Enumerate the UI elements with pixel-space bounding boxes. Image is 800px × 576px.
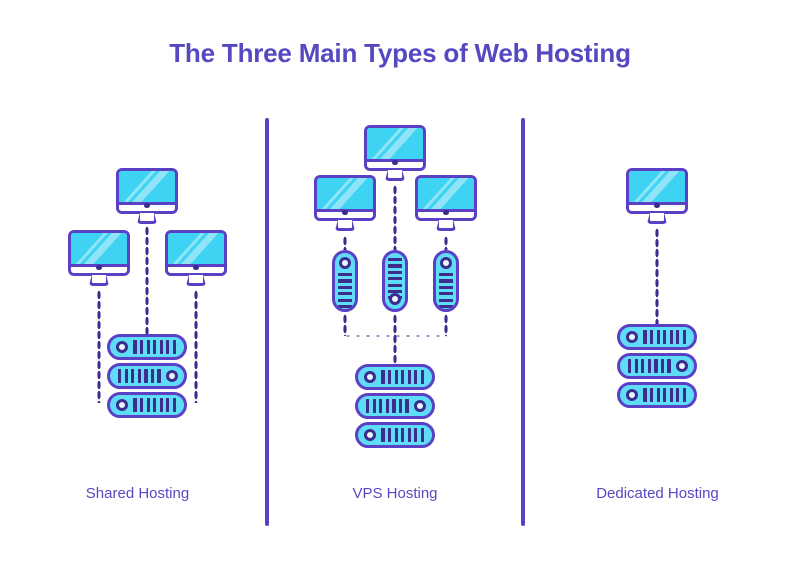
monitor-screen-icon	[168, 233, 224, 264]
server-vents-icon	[133, 340, 176, 354]
monitor-vps-right	[415, 175, 477, 231]
monitor-screen-icon	[317, 178, 373, 209]
server-led-icon	[626, 330, 639, 344]
server-unit	[107, 392, 187, 418]
server-led-icon	[364, 370, 377, 384]
monitor-power-dot-icon	[654, 202, 660, 208]
server-vents-icon	[381, 370, 424, 384]
connector-vps-right-down	[444, 236, 448, 250]
server-rack-vps	[355, 364, 435, 451]
connector-shared-left	[97, 290, 101, 403]
connector-vps-pill3-bus	[444, 314, 448, 336]
server-led-icon	[165, 369, 178, 383]
vps-partition-3	[433, 250, 459, 312]
monitor-stand-icon	[335, 220, 355, 231]
connector-vps-pill2-bus	[393, 314, 397, 336]
server-vents-icon	[133, 398, 176, 412]
server-led-icon	[116, 340, 129, 354]
server-unit	[355, 364, 435, 390]
server-vents-icon	[381, 428, 424, 442]
monitor-screen-icon	[367, 128, 423, 159]
monitor-shared-right	[165, 230, 227, 286]
connector-vps-center-down	[393, 185, 397, 250]
page-title: The Three Main Types of Web Hosting	[169, 38, 631, 68]
vps-partition-2	[382, 250, 408, 312]
monitor-power-dot-icon	[342, 209, 348, 215]
monitor-screen-icon	[418, 178, 474, 209]
monitor-screen-icon	[71, 233, 127, 264]
monitor-vps-left	[314, 175, 376, 231]
server-led-icon	[364, 428, 377, 442]
server-unit	[107, 363, 187, 389]
monitor-shared-left	[68, 230, 130, 286]
column-dedicated-hosting: Dedicated Hosting	[525, 118, 790, 538]
monitor-screen-icon	[629, 171, 685, 202]
server-rack-dedicated	[617, 324, 697, 411]
server-led-icon	[626, 388, 639, 402]
monitor-power-dot-icon	[392, 159, 398, 165]
server-unit	[617, 382, 697, 408]
vps-led-icon	[439, 257, 453, 270]
connector-shared-center	[145, 226, 149, 336]
server-vents-icon	[118, 369, 161, 383]
column-label-dedicated: Dedicated Hosting	[596, 485, 719, 502]
connector-dedicated	[655, 228, 659, 326]
monitor-vps-top	[364, 125, 426, 181]
server-vents-icon	[643, 388, 686, 402]
column-label-shared: Shared Hosting	[85, 485, 190, 502]
connector-vps-bus-server	[393, 334, 397, 366]
server-unit	[355, 422, 435, 448]
column-vps-hosting: VPS Hosting	[269, 118, 521, 538]
monitor-stand-icon	[647, 213, 667, 224]
server-rack-shared	[107, 334, 187, 421]
monitor-shared-top	[116, 168, 178, 224]
monitor-power-dot-icon	[96, 264, 102, 270]
monitor-stand-icon	[186, 275, 206, 286]
monitor-stand-icon	[89, 275, 109, 286]
vps-partition-1	[332, 250, 358, 312]
connector-vps-pill1-bus	[343, 314, 347, 336]
monitor-power-dot-icon	[144, 202, 150, 208]
monitor-screen-icon	[119, 171, 175, 202]
server-vents-icon	[366, 399, 409, 413]
server-vents-icon	[643, 330, 686, 344]
connector-shared-right	[194, 290, 198, 403]
monitor-stand-icon	[385, 170, 405, 181]
server-led-icon	[675, 359, 688, 373]
vps-vents-icon	[338, 273, 352, 309]
monitor-stand-icon	[137, 213, 157, 224]
server-unit	[355, 393, 435, 419]
vps-led-icon	[388, 292, 402, 305]
server-led-icon	[116, 398, 129, 412]
server-led-icon	[413, 399, 426, 413]
monitor-power-dot-icon	[193, 264, 199, 270]
server-unit	[617, 324, 697, 350]
column-divider-2	[521, 118, 525, 526]
server-unit	[107, 334, 187, 360]
column-label-vps: VPS Hosting	[352, 485, 438, 502]
column-shared-hosting: Shared Hosting	[10, 118, 265, 538]
vps-vents-icon	[439, 273, 453, 309]
column-divider-1	[265, 118, 269, 526]
monitor-power-dot-icon	[443, 209, 449, 215]
server-unit	[617, 353, 697, 379]
monitor-dedicated	[626, 168, 688, 224]
server-vents-icon	[628, 359, 671, 373]
vps-led-icon	[338, 257, 352, 270]
connector-vps-left-down	[343, 236, 347, 250]
monitor-stand-icon	[436, 220, 456, 231]
